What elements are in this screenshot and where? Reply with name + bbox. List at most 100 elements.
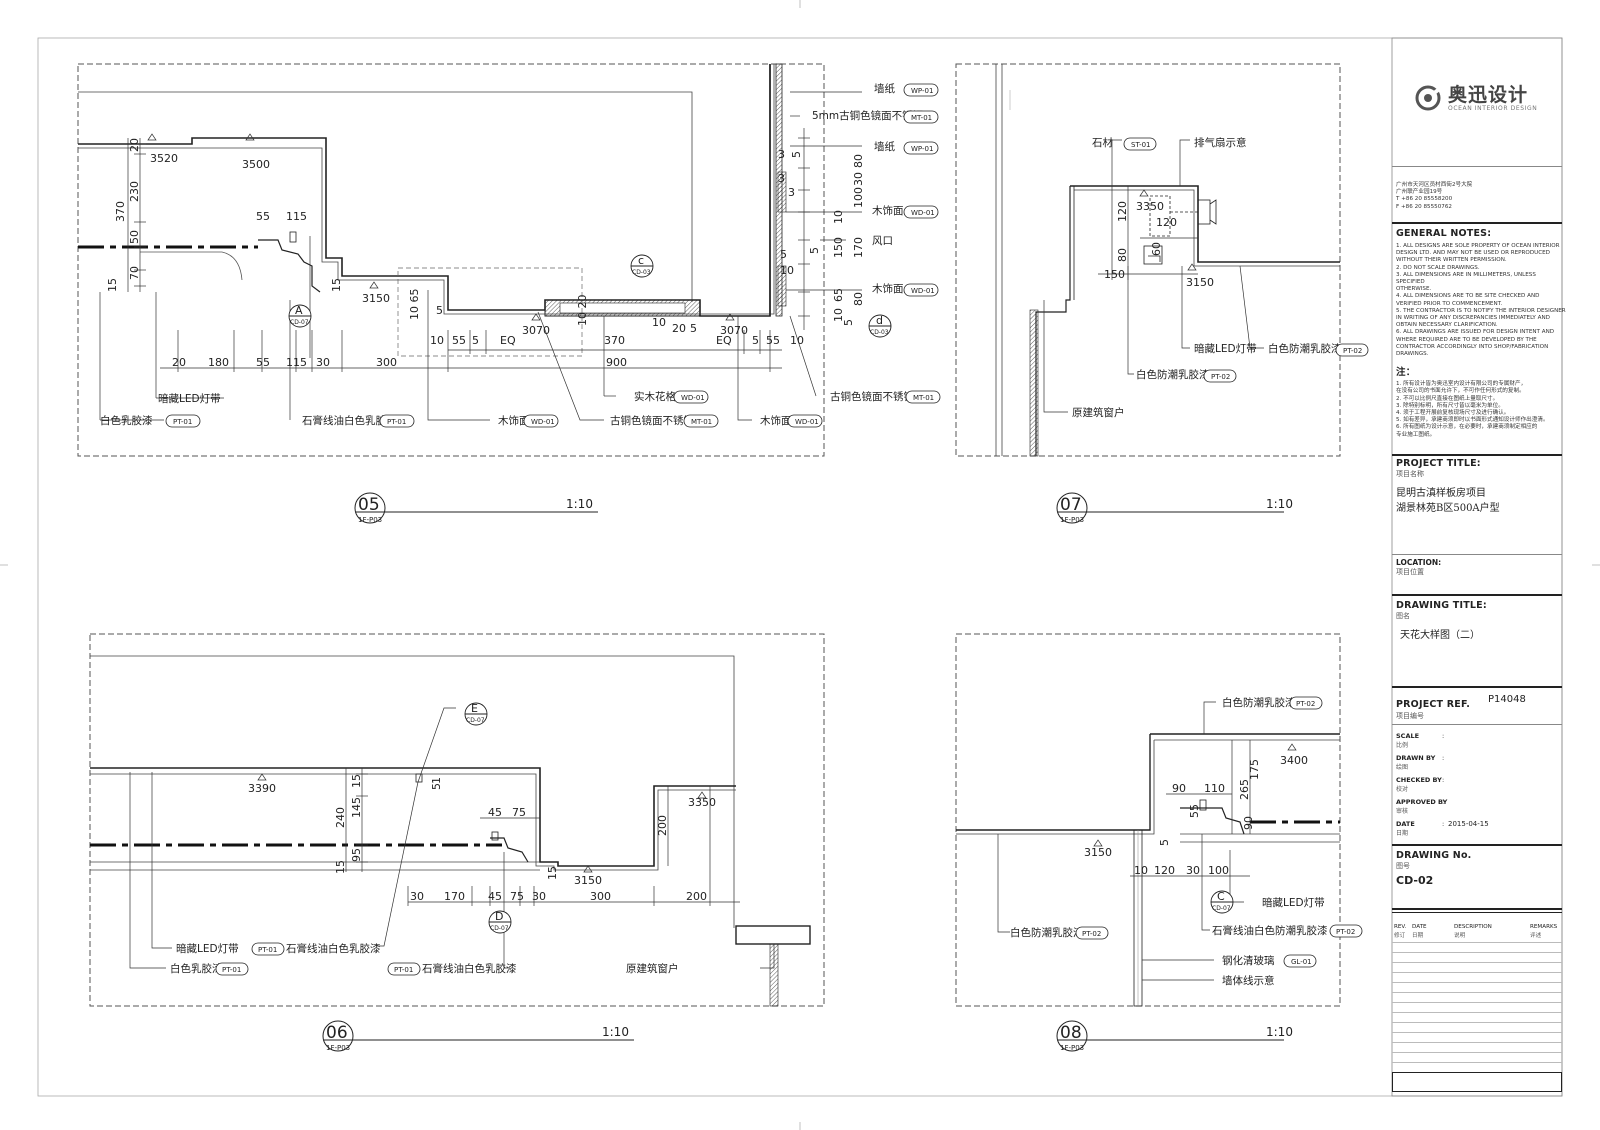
location: LOCATION: 项目位置 [1396,558,1442,576]
dim: 55 [766,334,780,347]
view-ref: 1F-P03 [1060,1044,1084,1052]
dim: 75 [512,806,526,819]
view-number: 07 [1060,495,1082,515]
dim: 900 [606,356,627,369]
dim: 180 [208,356,229,369]
dim: 3350 [1136,200,1164,213]
logo-english: OCEAN INTERIOR DESIGN [1448,104,1538,112]
tag: PT-02 [1082,930,1101,938]
view-number: 08 [1060,1023,1082,1043]
view-07: 3350 3150 120 150 120 80 60 石材 排气扇示意 暗藏L… [955,63,1369,524]
dim: 100 [1208,864,1229,877]
drawing-title: DRAWING TITLE: 图名 天花大样图（二） [1396,600,1487,641]
dim: 90 [1242,816,1255,830]
label: 暗藏LED灯带 [176,942,239,955]
label: 石材 [1092,136,1114,149]
tag: PT-01 [222,966,241,974]
label: 古铜色镜面不锈钢 [830,390,914,403]
tag: MT-01 [911,114,932,122]
dim: 30 [852,172,865,186]
dim: 10 [652,316,666,329]
view-ref: 1F-P03 [326,1044,350,1052]
dim: 240 [334,807,347,828]
tag: MT-01 [913,394,934,402]
dim: 95 [350,848,363,862]
exhaust-fan-icon [1149,195,1217,237]
stamp-box [1392,1072,1562,1092]
label: 石膏线油白色乳胶漆 [302,414,397,427]
dim: 3150 [362,292,390,305]
dim: 370 [604,334,625,347]
label: 墙体线示意 [1222,974,1275,987]
dim: EQ [716,334,732,347]
dim: 10 [430,334,444,347]
dim: 30 [410,890,424,903]
dim: 115 [286,210,307,223]
project-ref: PROJECT REF. P14048 项目编号 [1396,694,1526,720]
label: 白色防潮乳胶漆 [1136,368,1210,381]
label: 原建筑窗户 [1072,406,1125,419]
dim: 55 [452,334,466,347]
callout-ref: CD-07 [466,717,485,724]
dim: 30 [532,890,546,903]
dim: 10 65 [408,289,421,321]
dim: 80 [852,154,865,168]
view-ref: 1F-P03 [358,516,382,524]
callout-ref: CD-07 [290,319,309,326]
dim: 80 [852,292,865,306]
dim: 3070 [522,324,550,337]
dim: 10 [790,334,804,347]
callout: c [638,254,644,267]
dim: EQ [500,334,516,347]
dim: 10 [1134,864,1148,877]
dim: 5 [808,247,821,254]
callout: C [1217,890,1225,903]
dim: 55 [256,210,270,223]
dim: 5 [472,334,479,347]
dim: 3 [788,186,795,199]
dim: 5 [1158,839,1171,846]
dim: 5 [752,334,759,347]
dim: 5 [690,322,697,335]
dim: 170 [852,237,865,258]
tag: PT-01 [173,418,192,426]
dim: 70 [128,266,141,280]
tag: PT-01 [387,418,406,426]
dim: 10 [832,210,845,224]
tag: WP-01 [911,87,933,95]
tag: PT-02 [1343,347,1362,355]
view-number: 06 [326,1023,348,1043]
dim: 115 [286,356,307,369]
dim: 30 [316,356,330,369]
dim: 20 [672,322,686,335]
dim: 5 [430,783,443,790]
callout-ref: CD-03 [632,269,651,276]
dim: 3070 [720,324,748,337]
dim: 55 [1188,804,1201,818]
general-notes: GENERAL NOTES: 1. ALL DESIGNS ARE SOLE P… [1396,228,1566,438]
view-scale: 1:10 [566,497,593,511]
tag: PT-02 [1296,700,1315,708]
tag: ST-01 [1131,141,1151,149]
drawing-number: DRAWING No. 图号 CD-02 [1396,850,1472,887]
tag: WD-01 [911,209,935,217]
company-address: 广州市天河区员村西街2号大院 广州联产业园19号 T +86 20 855582… [1396,182,1473,210]
callout-ref: CD-07 [1212,905,1231,912]
view-05: 3520 3500 3150 3070 3070 55 115 20 180 5… [77,63,941,524]
label: 白色防潮乳胶漆 [1010,926,1084,939]
view-08: 3400 3150 90 110 10 120 30 100 175 265 5… [955,633,1363,1052]
tag: PT-02 [1211,373,1230,381]
dim: 15 [546,866,559,880]
dim: 3 [778,172,785,185]
dim: 65 [832,288,845,302]
dim: 10 20 [576,295,589,327]
label: 墙纸 [874,82,895,95]
dim: 3150 [1084,846,1112,859]
tag: WD-01 [531,418,555,426]
dim: 15 [334,860,347,874]
dim: 300 [590,890,611,903]
view-08-border [955,633,1341,1007]
dim: 100 [852,187,865,208]
callout: E [471,702,478,715]
